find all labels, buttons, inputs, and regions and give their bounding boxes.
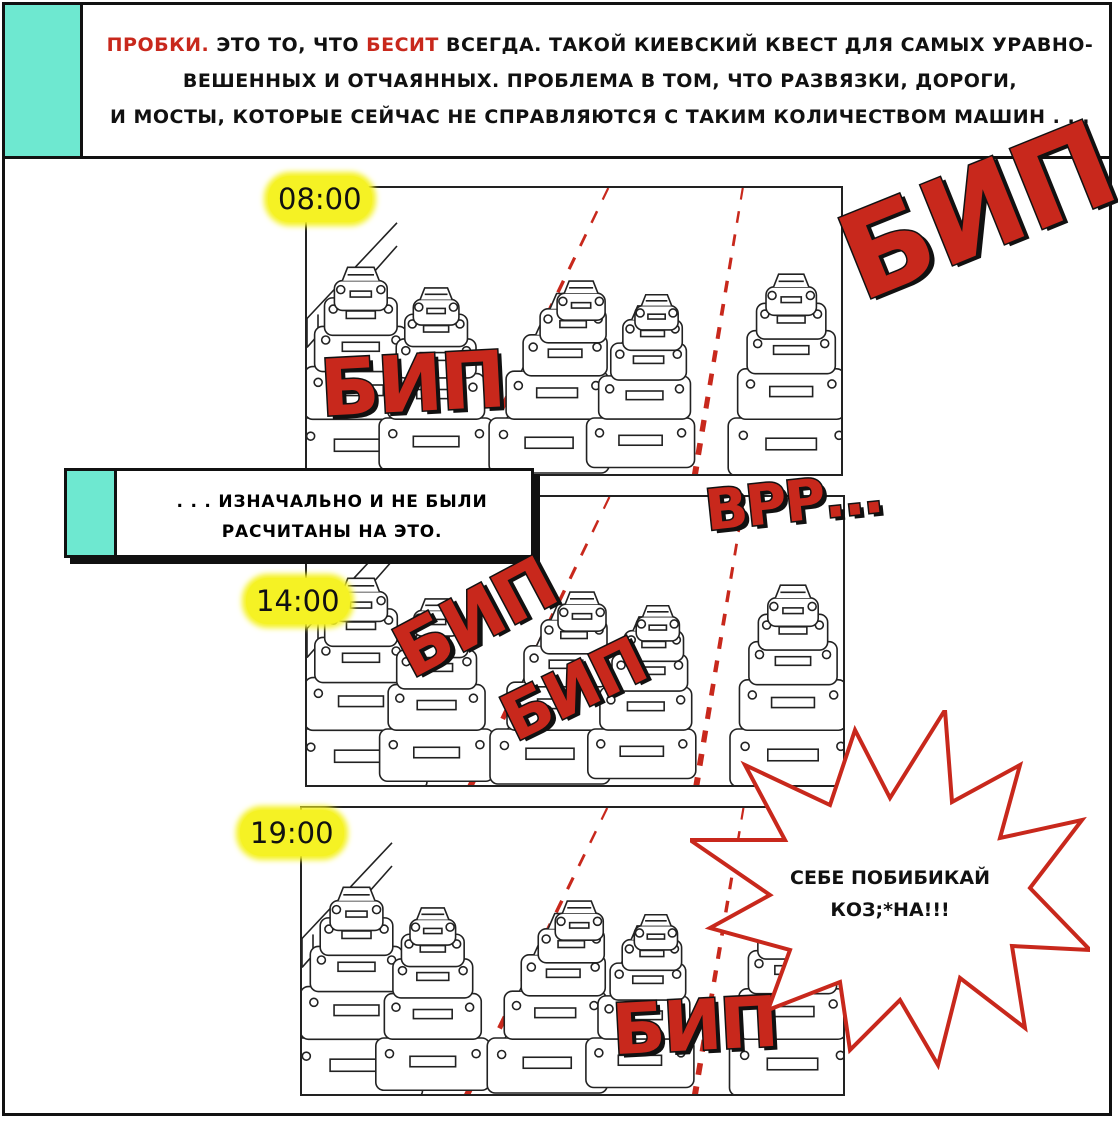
time-label-evening: 19:00	[240, 810, 344, 856]
caption-line-2: вешенных и отчаянных. Проблема в том, чт…	[182, 70, 1018, 92]
time-label-afternoon: 14:00	[246, 578, 350, 624]
caption-top-text: Пробки. Это то, что бесит всегда. Такой …	[105, 27, 1095, 135]
shout-line-2: коз;*на!!!	[830, 899, 950, 921]
caption-mid-line-1: . . . изначально и не были	[176, 492, 488, 512]
traffic-panel-afternoon	[305, 495, 845, 787]
caption-word-besit: бесит	[366, 34, 439, 56]
caption-mid-text: . . . изначально и не были расчитаны на …	[137, 487, 527, 547]
caption-mid-box: . . . изначально и не были расчитаны на …	[64, 468, 534, 558]
traffic-panel-evening	[300, 806, 845, 1096]
caption-accent-bar	[67, 471, 117, 555]
caption-text-1: Это то, что	[216, 34, 359, 56]
traffic-jam-illustration	[307, 188, 841, 474]
traffic-panel-morning	[305, 186, 843, 476]
caption-accent-bar	[5, 5, 83, 156]
caption-top-box: Пробки. Это то, что бесит всегда. Такой …	[2, 2, 1112, 159]
shout-line-1: Себе побибикай	[790, 867, 990, 889]
caption-mid-line-2: расчитаны на это.	[221, 522, 443, 542]
shout-burst-balloon	[690, 710, 1090, 1070]
caption-line-3: и мосты, которые сейчас не справляются с…	[109, 106, 1091, 128]
sound-effect-bip: БИП	[316, 334, 507, 437]
caption-word-probki: Пробки.	[106, 34, 210, 56]
caption-text-2: всегда. Такой киевский квест для самых у…	[446, 34, 1094, 56]
shout-text: Себе побибикай коз;*на!!!	[770, 862, 1010, 926]
time-label-morning: 08:00	[268, 176, 372, 222]
